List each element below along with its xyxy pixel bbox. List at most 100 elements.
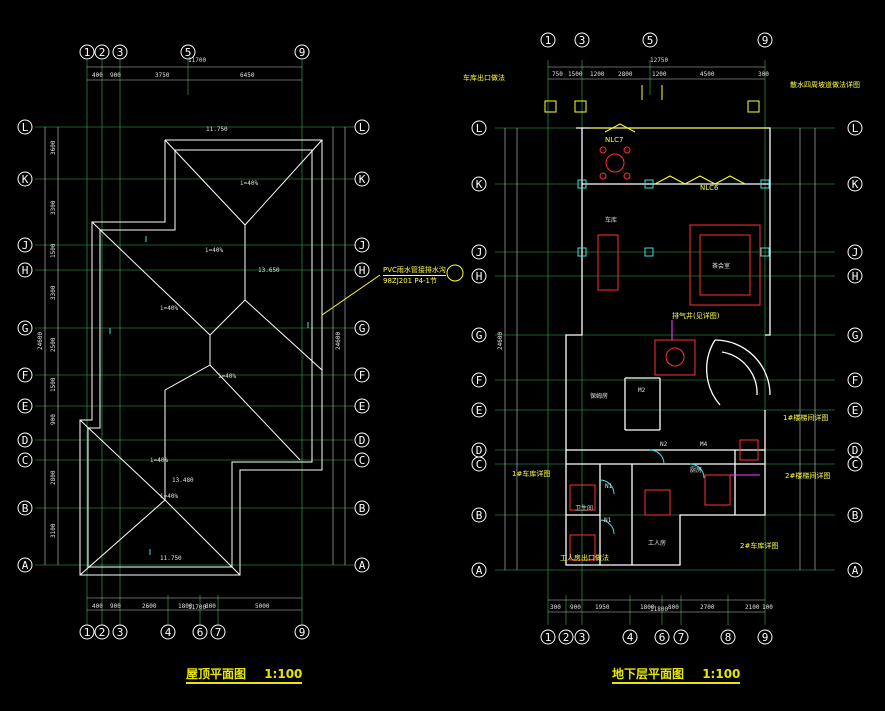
basement-axis-left-E: E [471,402,487,418]
basement-axis-right-J: J [847,244,863,260]
basement-axis-top-1-label: 1 [545,34,552,47]
roof-axis-left-A: A [17,557,33,573]
basement-note-6: 1#车库详图 [512,469,550,478]
roof-axis-right-K: K [354,171,370,187]
roof-left-dim-5: 1500 [50,377,57,392]
roof-axis-left-J: J [17,237,33,253]
roof-left-dim-8: 3100 [50,523,57,538]
pvc-note-text: PVC雨水管接排水沟 [383,266,446,276]
basement-axis-right-A-label: A [852,564,859,577]
basement-axis-right-K: K [847,176,863,192]
basement-plan-title-text: 地下层平面图 [612,667,685,681]
pvc-leader [321,274,381,316]
roof-right-total: 24600 [335,332,342,350]
roof-axis-left-L-label: L [22,121,29,134]
basement-room-6: 厨房 [690,466,702,474]
basement-axis-left-F: F [471,372,487,388]
roof-axis-bottom-3-label: 3 [117,626,124,639]
roof-outline [79,139,323,576]
roof-axis-left-G: G [17,320,33,336]
basement-axis-left-A-label: A [476,564,483,577]
basement-top-dim-5: 4500 [700,71,715,78]
basement-room-7: 卫生间 [575,504,593,512]
basement-windows [544,85,765,185]
roof-left-dim-2: 1500 [50,243,57,258]
basement-axis-bottom-6-label: 6 [659,631,666,644]
roof-left-dim-1: 3300 [50,200,57,215]
roof-axis-top-3-label: 3 [117,46,124,59]
roof-axis-left-J-label: J [22,239,29,252]
basement-axis-left-A: A [471,562,487,578]
basement-room-4: 保姆房 [590,392,608,400]
roof-axis-bottom-3: 3 [112,624,128,640]
basement-axis-right-F: F [847,372,863,388]
roof-bottom-dim-5: 5000 [255,603,270,610]
basement-axis-top-9-label: 9 [762,34,769,47]
roof-axis-left-C: C [17,452,33,468]
roof-axis-top-2: 2 [94,44,110,60]
roof-left-dim-0: 3600 [50,140,57,155]
roof-elevation-1: 13.650 [258,267,280,274]
roof-axis-right-K-label: K [359,173,366,186]
roof-slope-1: i=40% [160,305,178,312]
basement-axis-left-J-label: J [476,246,483,259]
basement-axis-right-D-label: D [852,444,859,457]
basement-axis-left-C: C [471,456,487,472]
roof-axis-bottom-1: 1 [79,624,95,640]
basement-axis-bottom-9-label: 9 [762,631,769,644]
roof-axis-bottom-9-label: 9 [299,626,306,639]
roof-axis-right-F-label: F [359,369,366,382]
roof-top-dim-3: 6450 [240,72,255,79]
basement-axis-right-H-label: H [852,270,859,283]
basement-axis-bottom-2-label: 2 [563,631,570,644]
roof-axis-left-F: F [17,367,33,383]
basement-axis-left-B-label: B [476,509,483,522]
roof-axis-bottom-4-label: 4 [165,626,172,639]
basement-top-dim-1: 1500 [568,71,583,78]
basement-axis-bottom-1: 1 [540,629,556,645]
basement-axis-left-E-label: E [476,404,483,417]
basement-axis-right-G-label: G [852,329,859,342]
roof-axis-bottom-6-label: 6 [197,626,204,639]
roof-axis-right-D: D [354,432,370,448]
basement-bottom-total: 11800 [650,606,669,613]
detail-ref-circle [446,264,464,282]
roof-axis-top-5-label: 5 [185,46,192,59]
basement-note-4: 2#楼梯间详图 [785,471,830,480]
roof-plan-title-text: 屋顶平面图 [186,667,247,681]
basement-axis-left-D-label: D [476,444,483,457]
basement-axis-top-5: 5 [642,32,658,48]
roof-axis-top-9-label: 9 [299,46,306,59]
roof-top-dim-0: 400 [92,72,103,79]
basement-plan [495,60,835,625]
roof-axis-left-L: L [17,119,33,135]
basement-plan-title: 地下层平面图 1:100 [612,665,741,684]
basement-top-dim-4: 1200 [652,71,667,78]
basement-axis-bottom-1-label: 1 [545,631,552,644]
roof-axis-right-G-label: G [359,322,366,335]
roof-axis-left-B-label: B [22,502,29,515]
basement-grid-rows [495,127,835,571]
basement-axis-right-B: B [847,507,863,523]
basement-axis-right-C-label: C [852,458,859,471]
roof-axis-left-H-label: H [22,264,29,277]
basement-axis-top-9: 9 [757,32,773,48]
basement-top-dim-0: 750 [552,71,563,78]
roof-axis-right-C: C [354,452,370,468]
roof-left-dim-7: 2800 [50,470,57,485]
roof-plan-title: 屋顶平面图 1:100 [186,665,303,684]
roof-axis-bottom-4: 4 [160,624,176,640]
basement-axis-bottom-8-label: 8 [725,631,732,644]
basement-axis-right-K-label: K [852,178,859,191]
basement-note-2: 排气井(见详图) [672,311,720,320]
basement-axis-right-E: E [847,402,863,418]
basement-note-5: 2#车库详图 [740,541,778,550]
basement-bottom-dim-3: 1800 [640,604,655,611]
basement-bottom-dim-7: 100 [762,604,773,611]
basement-axis-bottom-7-label: 7 [678,631,685,644]
roof-axis-bottom-2: 2 [94,624,110,640]
roof-axis-top-9: 9 [294,44,310,60]
basement-axis-right-G: G [847,327,863,343]
basement-axis-left-G: G [471,327,487,343]
basement-bottom-dim-1: 900 [570,604,581,611]
